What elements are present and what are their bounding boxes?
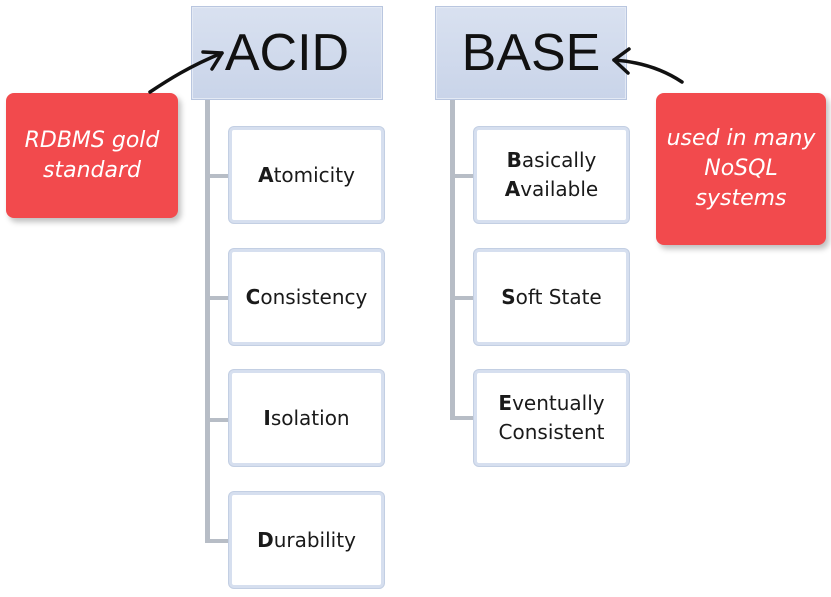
base-item-soft-state: Soft State — [474, 249, 629, 345]
base-item-eventually-consistent: Eventually Consistent — [474, 370, 629, 466]
callout-line: RDBMS gold — [24, 127, 160, 153]
item-rest: tomicity — [273, 162, 355, 187]
item-initial: D — [257, 527, 274, 552]
acid-title: ACID — [224, 24, 350, 82]
acid-connector-trunk — [205, 100, 210, 542]
item-initial: A — [258, 162, 274, 187]
arrow-to-acid-icon — [148, 50, 224, 94]
callout-line: systems — [695, 185, 787, 211]
item-initial: E — [498, 391, 513, 415]
acid-item-durability: Durability — [229, 492, 384, 588]
arrow-to-base-icon — [612, 47, 684, 84]
item-rest: solation — [270, 405, 350, 430]
acid-item-atomicity: Atomicity — [229, 127, 384, 223]
base-connector-branch — [450, 174, 474, 178]
callout-line: NoSQL — [704, 156, 778, 182]
item-rest: vailable — [520, 177, 599, 201]
acid-connector-branch — [205, 418, 229, 422]
acid-header: ACID — [191, 6, 383, 100]
item-rest: urability — [273, 527, 356, 552]
item-rest: ventually — [512, 391, 605, 415]
callout-line: standard — [43, 157, 141, 183]
base-connector-trunk — [450, 100, 455, 420]
acid-item-isolation: Isolation — [229, 370, 384, 466]
callout-line: used in many — [666, 126, 816, 152]
item-rest: onsistency — [260, 284, 368, 309]
item-initial: I — [263, 405, 271, 430]
item-initial: B — [506, 148, 522, 172]
acid-connector-branch — [205, 174, 229, 178]
item-initial: S — [501, 284, 516, 309]
item-rest: oft State — [515, 284, 602, 309]
item-rest: asically — [521, 148, 597, 172]
base-item-basically-available: Basically Available — [474, 127, 629, 223]
item-rest: Consistent — [498, 420, 605, 444]
base-header: BASE — [435, 6, 627, 100]
item-initial: C — [245, 284, 261, 309]
callout-used-in-nosql: used in many NoSQL systems — [656, 93, 826, 245]
item-initial: A — [504, 177, 521, 201]
acid-connector-branch — [205, 296, 229, 300]
acid-connector-branch — [205, 539, 229, 543]
acid-item-consistency: Consistency — [229, 249, 384, 345]
callout-rdbms-gold-standard: RDBMS gold standard — [6, 93, 178, 218]
base-connector-branch — [450, 416, 474, 420]
base-title: BASE — [461, 24, 601, 82]
base-connector-branch — [450, 296, 474, 300]
